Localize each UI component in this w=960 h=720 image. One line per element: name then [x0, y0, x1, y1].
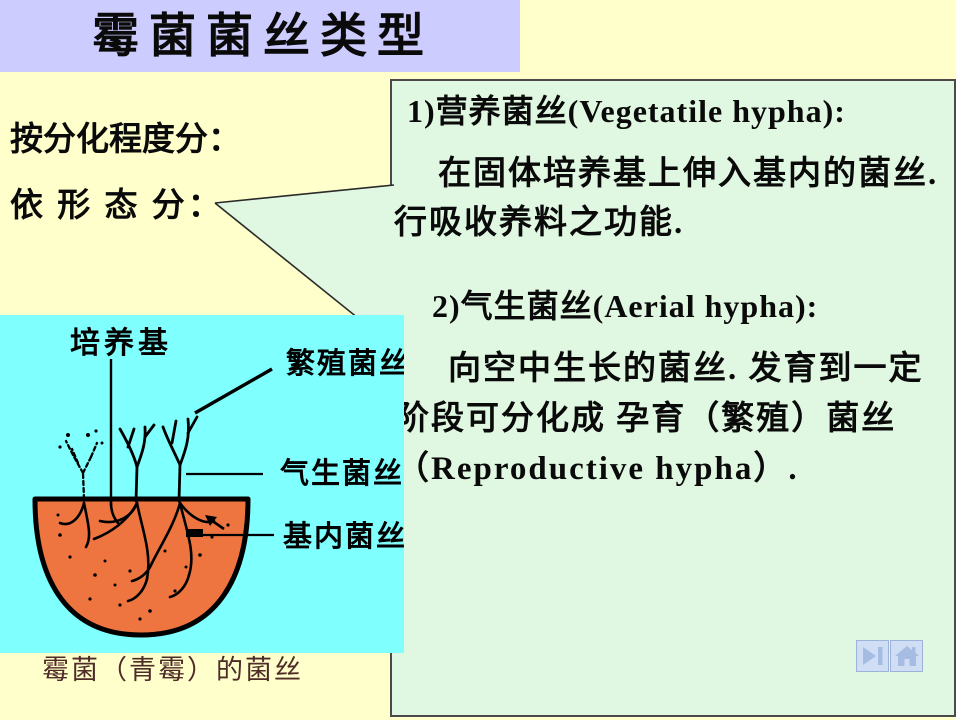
- home-icon: [894, 646, 919, 666]
- title-bar: 霉菌菌丝类型: [0, 0, 520, 72]
- substrate-hyphae-label: 基内菌丝: [283, 520, 404, 553]
- hyphae-diagram-image: 培养基 繁殖菌丝 气生菌丝 基内菌丝: [0, 315, 404, 653]
- next-slide-button[interactable]: [856, 640, 889, 672]
- reproductive-leader-line: [194, 367, 273, 415]
- figure-caption: 霉菌（青霉）的菌丝: [42, 655, 303, 685]
- aerial-hypha-heading: 2)气生菌丝(Aerial hypha):: [432, 288, 819, 324]
- vegetative-hypha-heading: 1)营养菌丝(Vegetatile hypha):: [407, 93, 846, 129]
- vegetative-hypha-body: 在固体培养基上伸入基内的菌丝. 行吸收养料之功能.: [394, 156, 939, 241]
- substrate-pointer-mark: [186, 529, 203, 537]
- medium-label: 培养基: [70, 326, 172, 360]
- aerial-hyphae-dots: [58, 429, 104, 449]
- page-title: 霉菌菌丝类型: [92, 11, 434, 63]
- aerial-hypha-body: 向空中生长的菌丝. 发育到一定阶段可分化成 孕育（繁殖）菌丝（Reproduct…: [396, 351, 924, 487]
- slide-nav-buttons: [856, 640, 923, 672]
- classification-by-morphology: 依 形 态 分：: [10, 188, 224, 224]
- aerial-hyphae-label: 气生菌丝: [279, 457, 404, 490]
- callout-panel: [390, 79, 956, 717]
- right-edge-strip: [956, 0, 960, 720]
- classification-by-differentiation: 按分化程度分：: [10, 122, 241, 158]
- medium-speckles: [56, 513, 230, 621]
- skip-to-end-icon: [863, 647, 883, 665]
- reproductive-hyphae-label: 繁殖菌丝: [286, 346, 404, 380]
- home-button[interactable]: [890, 640, 923, 672]
- substrate-arrow: [205, 515, 225, 531]
- aerial-hyphae-drawing: [64, 415, 199, 503]
